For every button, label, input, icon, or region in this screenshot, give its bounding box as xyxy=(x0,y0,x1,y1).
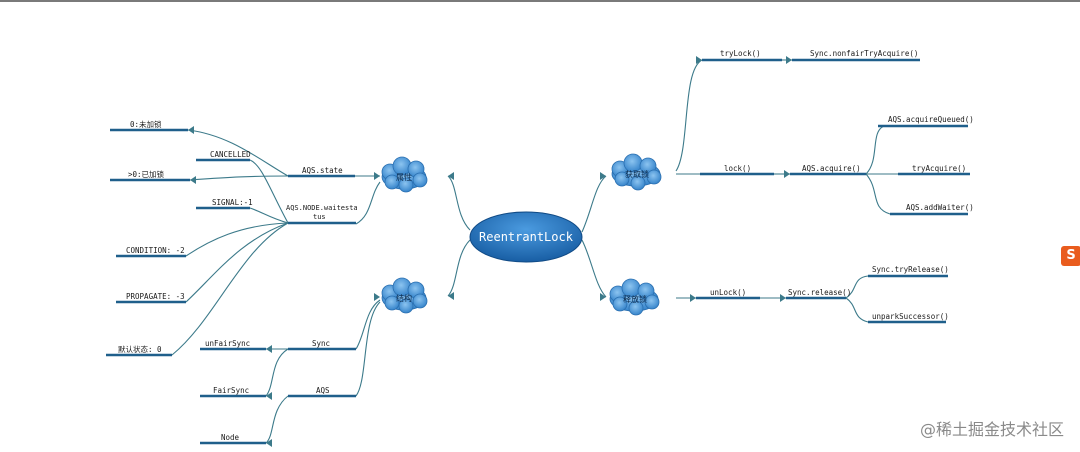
acquire-queued-label: AQS.acquireQueued() xyxy=(888,115,974,124)
nonfair-tryacquire-label: Sync.nonfairTryAcquire() xyxy=(810,49,918,58)
unlock-label: unLock() xyxy=(710,288,746,297)
waitstatus-default-label: 默认状态: 0 xyxy=(118,344,162,354)
aqs-acquire-label: AQS.acquire() xyxy=(802,164,861,173)
attributes-branch-label: 属性 xyxy=(396,172,412,182)
root-node: ReentrantLock xyxy=(469,211,583,263)
unpark-successor-label: unparkSuccessor() xyxy=(872,312,949,321)
cloud-release: 释放锁 xyxy=(609,278,660,316)
cloud-structure: 结构 xyxy=(381,277,428,314)
node-label: Node xyxy=(221,433,240,442)
aqs-state-label: AQS.state xyxy=(302,166,343,175)
addwaiter-label: AQS.addWaiter() xyxy=(906,203,974,212)
cloud-attributes: 属性 xyxy=(381,156,428,193)
fairsync-label: FairSync xyxy=(213,386,249,395)
sync-label: Sync xyxy=(312,339,330,348)
leaf-labels: 0:未加锁 >0:已加锁 CANCELLED SIGNAL:-1 CONDITI… xyxy=(118,49,974,442)
waitstatus-cancelled-label: CANCELLED xyxy=(210,150,251,159)
state-locked-label: >0:已加锁 xyxy=(128,169,165,179)
leaf-bars xyxy=(106,58,970,445)
waitstatus-propagate-label: PROPAGATE: -3 xyxy=(126,292,185,301)
sogou-badge-icon[interactable]: S xyxy=(1061,246,1080,266)
unfairsync-label: unFairSync xyxy=(205,339,250,348)
structure-branch-label: 结构 xyxy=(396,293,412,303)
arrowheads xyxy=(188,56,792,447)
release-branch-label: 释放锁 xyxy=(623,294,647,304)
acquire-branch-label: 获取锁 xyxy=(625,169,649,179)
trylock-label: tryLock() xyxy=(720,49,761,58)
waitstatus-signal-label: SIGNAL:-1 xyxy=(212,198,253,207)
lock-label: lock() xyxy=(724,164,751,173)
waitstatus-condition-label: CONDITION: -2 xyxy=(126,246,185,255)
cloud-acquire: 获取锁 xyxy=(611,153,662,191)
connectors xyxy=(171,59,898,444)
top-border xyxy=(0,0,1080,2)
sync-release-label: Sync.release() xyxy=(788,288,851,297)
waitstatus-label-line2: tus xyxy=(313,213,326,221)
state-unlocked-label: 0:未加锁 xyxy=(130,119,162,129)
tryacquire-label: tryAcquire() xyxy=(912,164,966,173)
root-label: ReentrantLock xyxy=(479,230,574,244)
waitstatus-label-line1: AQS.NODE.waitesta xyxy=(286,204,358,212)
aqs-label: AQS xyxy=(316,386,330,395)
try-release-label: Sync.tryRelease() xyxy=(872,265,949,274)
watermark: @稀土掘金技术社区 xyxy=(919,420,1064,439)
